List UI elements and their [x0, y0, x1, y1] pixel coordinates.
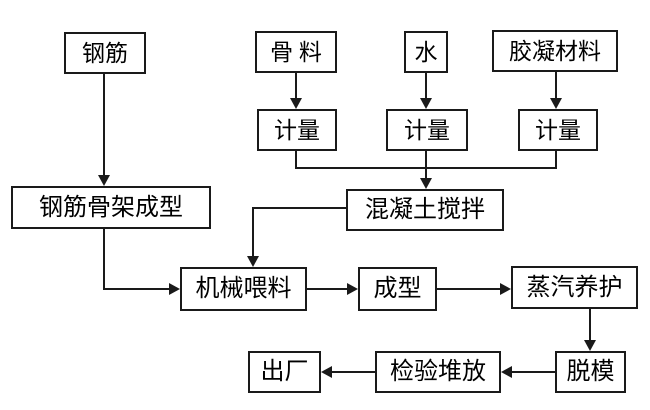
flow-node-meter3[interactable]: 计量 — [518, 109, 598, 151]
arrowhead-steamcure-to-demould — [584, 340, 596, 351]
flow-node-feeding[interactable]: 机械喂料 — [180, 267, 307, 311]
arrowhead-steel-to-cage — [98, 175, 110, 186]
flow-node-label-steel: 钢筋 — [82, 40, 128, 66]
flow-node-label-meter1: 计量 — [274, 117, 320, 143]
flow-node-label-meter3: 计量 — [535, 117, 581, 143]
flow-node-label-mixing: 混凝土搅拌 — [365, 197, 485, 223]
flow-node-label-cage: 钢筋骨架成型 — [39, 194, 183, 221]
flow-node-aggregate[interactable]: 骨 料 — [255, 31, 337, 73]
flow-node-shipment[interactable]: 出厂 — [248, 351, 321, 393]
flow-node-label-feeding: 机械喂料 — [195, 276, 292, 302]
flow-node-label-steamcure: 蒸汽养护 — [526, 274, 623, 301]
flow-connector-cage-to-feeding — [103, 229, 173, 290]
arrowhead-feeding-to-forming — [347, 283, 358, 295]
flow-node-mixing[interactable]: 混凝土搅拌 — [346, 189, 504, 231]
flow-node-water[interactable]: 水 — [404, 31, 448, 73]
flow-node-steel[interactable]: 钢筋 — [64, 32, 146, 74]
flow-node-label-aggregate: 骨 料 — [270, 39, 322, 65]
flow-node-label-meter2: 计量 — [404, 117, 450, 143]
flow-node-steamcure[interactable]: 蒸汽养护 — [511, 266, 638, 309]
flow-node-meter1[interactable]: 计量 — [257, 109, 337, 151]
flow-node-label-forming: 成型 — [373, 276, 422, 302]
arrowhead-meter2-to-mixing — [420, 178, 432, 189]
arrowhead-binder-to-meter3 — [550, 98, 562, 109]
arrowhead-forming-to-steamcure — [500, 283, 511, 295]
arrowhead-aggregate-to-meter1 — [290, 98, 302, 109]
arrowhead-water-to-meter2 — [420, 98, 432, 109]
flow-connector-meter1-to-mixing — [295, 151, 426, 169]
flow-connector-mixing-to-feeding — [252, 207, 346, 260]
flow-node-label-inspect: 检验堆放 — [390, 359, 486, 385]
flow-connector-meter3-to-mixing — [426, 151, 557, 169]
arrowhead-inspect-to-shipment — [321, 366, 332, 378]
flow-node-label-water: 水 — [414, 39, 438, 65]
flow-node-label-shipment: 出厂 — [260, 359, 309, 385]
flow-node-label-demould: 脱模 — [566, 359, 615, 385]
flow-node-label-binder: 胶凝材料 — [509, 38, 601, 64]
flow-node-forming[interactable]: 成型 — [358, 267, 437, 311]
arrowhead-cage-to-feeding — [169, 283, 180, 295]
flow-node-demould[interactable]: 脱模 — [555, 351, 626, 393]
flow-node-meter2[interactable]: 计量 — [386, 109, 468, 151]
flow-node-binder[interactable]: 胶凝材料 — [492, 30, 618, 72]
flow-node-inspect[interactable]: 检验堆放 — [375, 351, 501, 393]
arrowhead-mixing-to-feeding — [247, 256, 259, 267]
arrowhead-demould-to-inspect — [501, 366, 512, 378]
flow-node-cage[interactable]: 钢筋骨架成型 — [11, 186, 211, 229]
